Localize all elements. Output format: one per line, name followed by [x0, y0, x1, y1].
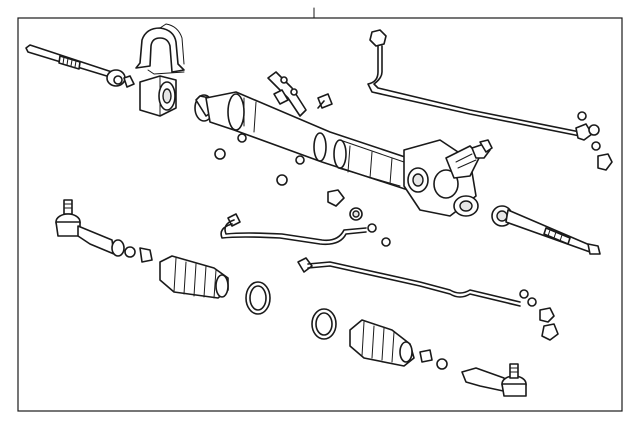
- inner-tie-rod-left: [25, 44, 135, 88]
- boot-left: [159, 255, 229, 299]
- boot-right: [349, 319, 415, 367]
- pressure-line: [367, 29, 593, 141]
- inner-tie-rod-right: [491, 205, 601, 255]
- jam-nut-left: [124, 246, 153, 263]
- outer-tie-rod-left: [55, 199, 125, 257]
- lower-pressure-line: [297, 257, 559, 341]
- boot-clamp-right: [311, 308, 337, 340]
- return-line: [220, 213, 391, 247]
- hose-fittings-right-upper: [588, 124, 613, 171]
- fitting-cluster: [327, 189, 363, 221]
- diagram-frame: [17, 17, 623, 412]
- bolt-small: [317, 93, 333, 109]
- heat-shield-bracket: [267, 71, 307, 117]
- steering-gear-assembly: [194, 91, 493, 217]
- rack-bushing: [139, 75, 177, 117]
- boot-clamp-left: [245, 281, 271, 315]
- jam-nut-right: [419, 349, 448, 370]
- outer-tie-rod-right: [461, 363, 527, 397]
- mounting-bracket: [135, 23, 185, 75]
- o-rings: [214, 148, 288, 186]
